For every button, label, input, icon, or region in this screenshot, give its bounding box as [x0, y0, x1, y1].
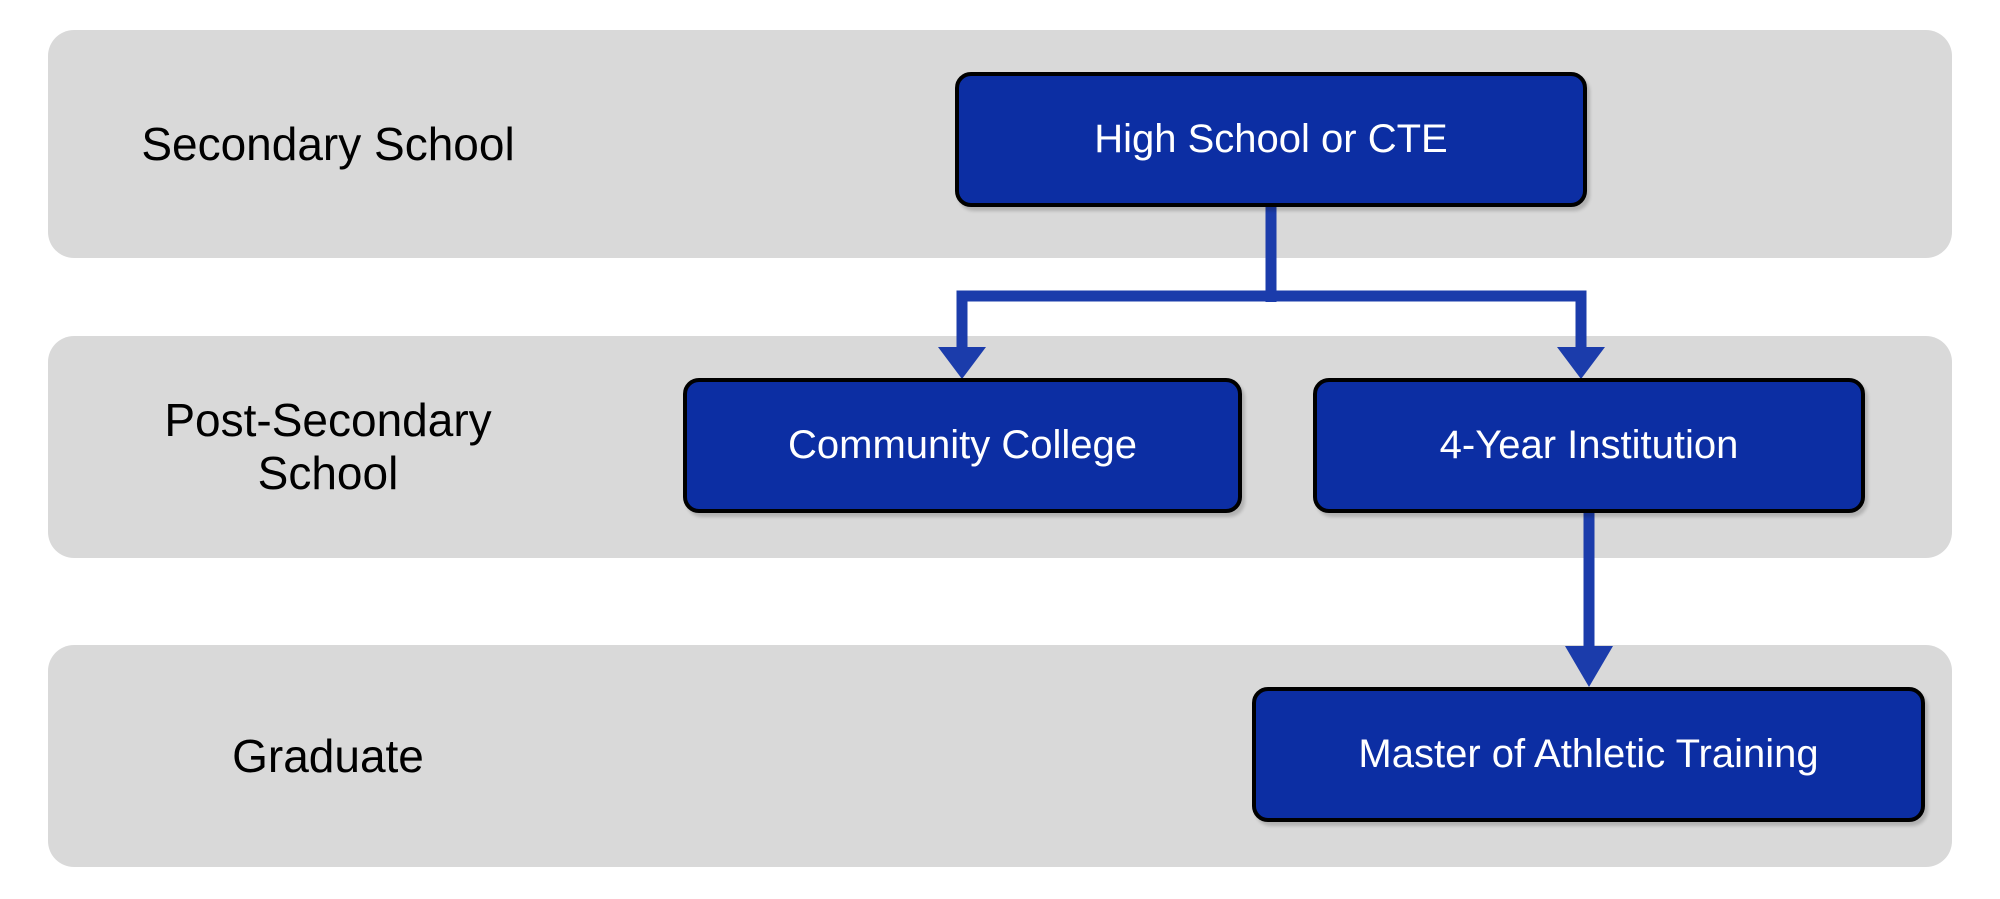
node-community-college: Community College — [683, 378, 1242, 513]
node-four-year-institution: 4-Year Institution — [1313, 378, 1865, 513]
node-master-of-athletic-training: Master of Athletic Training — [1252, 687, 1925, 822]
node-high-school-or-cte: High School or CTE — [955, 72, 1587, 207]
row-label-graduate: Graduate — [232, 729, 424, 782]
row-label-secondary-school: Secondary School — [141, 117, 515, 170]
row-label-post-secondary-school: Post-Secondary School — [164, 394, 492, 499]
